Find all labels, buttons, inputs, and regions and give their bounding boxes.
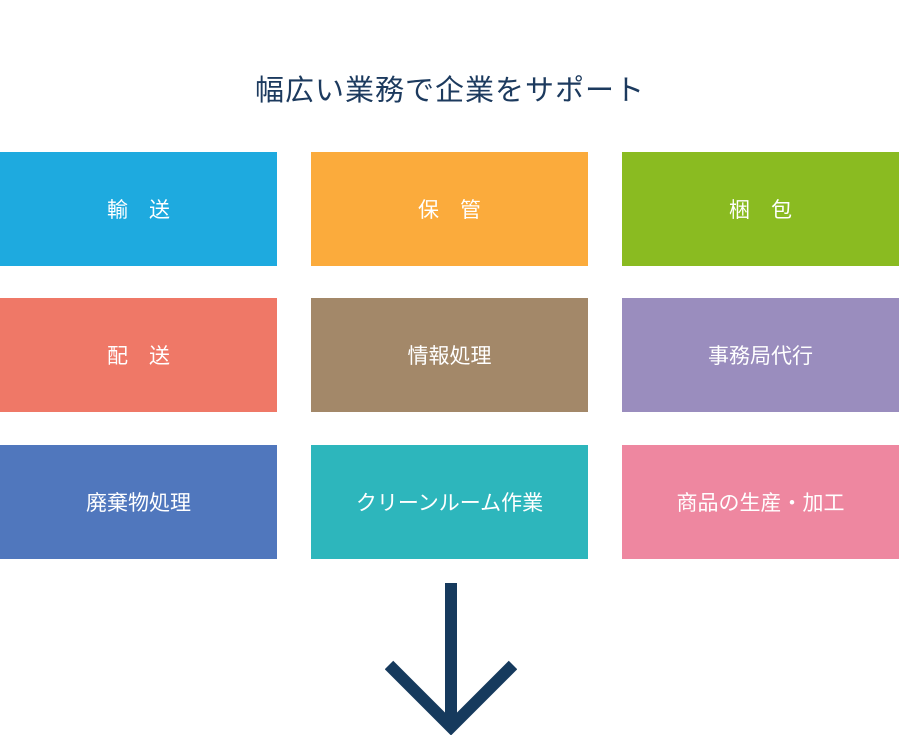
service-label: 商品の生産・加工	[676, 491, 845, 515]
service-label: 保 管	[418, 198, 481, 222]
service-label: クリーンルーム作業	[355, 491, 544, 515]
service-label: 廃棄物処理	[86, 491, 191, 515]
service-label: 輸 送	[107, 198, 170, 222]
service-tile-delivery: 配 送	[0, 298, 277, 412]
service-label: 梱 包	[729, 198, 792, 222]
page-title: 幅広い業務で企業をサポート	[254, 73, 645, 107]
service-tile-storage: 保 管	[311, 152, 588, 266]
down-arrow-icon	[385, 583, 517, 735]
service-label: 情報処理	[407, 344, 492, 368]
service-tile-waste-disposal: 廃棄物処理	[0, 445, 277, 559]
service-tile-secretariat-agency: 事務局代行	[622, 298, 899, 412]
service-tile-information-processing: 情報処理	[311, 298, 588, 412]
service-tile-transport: 輸 送	[0, 152, 277, 266]
service-tile-production-processing: 商品の生産・加工	[622, 445, 899, 559]
service-label: 配 送	[107, 344, 170, 368]
service-label: 事務局代行	[708, 344, 813, 368]
service-tile-packing: 梱 包	[622, 152, 899, 266]
service-tile-cleanroom-work: クリーンルーム作業	[311, 445, 588, 559]
